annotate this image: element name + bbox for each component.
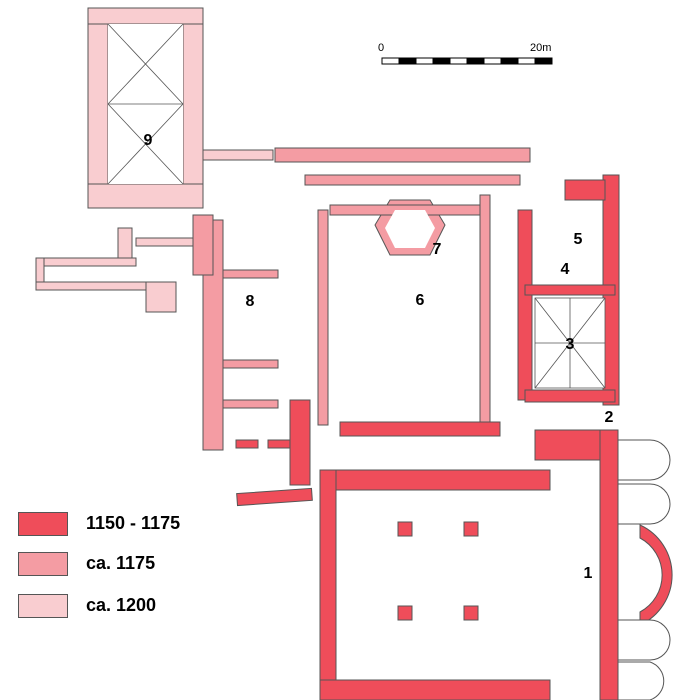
- church-transept-wall: [599, 429, 619, 700]
- chapter-house-vaults: [534, 297, 606, 389]
- phase-ca-1200: [35, 7, 274, 313]
- west-annex-wall-north: [35, 257, 137, 267]
- phase-1150-1175: [235, 174, 673, 700]
- building-9-wall-east: [182, 7, 204, 199]
- west-range-upper-wall: [192, 214, 214, 276]
- building-9-wall-west: [87, 7, 109, 209]
- legend-row-ca-1200: ca. 1200: [18, 594, 248, 620]
- cloister-arcade-west: [317, 209, 329, 426]
- legend-label-ca-1200: ca. 1200: [86, 595, 157, 615]
- detached-wall: [236, 487, 313, 507]
- room-label-9: 9: [144, 132, 153, 149]
- cloister-arcade-east: [479, 194, 491, 426]
- scale-bar: [381, 57, 553, 65]
- legend-swatch-ca-1175: [18, 552, 68, 576]
- west-range-fragment: [235, 439, 259, 449]
- nave-pier: [463, 605, 479, 621]
- church-apse: [639, 524, 673, 626]
- nave-pier: [397, 605, 413, 621]
- cloister-south-wall: [339, 421, 501, 437]
- room-label-7: 7: [433, 241, 442, 258]
- room-label-5: 5: [574, 231, 583, 248]
- nave-pier: [463, 521, 479, 537]
- legend-row-1150-1175: 1150 - 1175: [18, 512, 248, 538]
- west-annex-tower: [117, 227, 133, 259]
- room-label-8: 8: [246, 293, 255, 310]
- room-label-1: 1: [584, 565, 593, 582]
- north-range-inner-wall: [304, 174, 521, 186]
- legend-swatch-1150-1175: [18, 512, 68, 536]
- room-label-3: 3: [566, 336, 575, 353]
- legend-label-1150-1175: 1150 - 1175: [86, 513, 181, 533]
- connector-9-to-cloister: [202, 149, 274, 161]
- legend-label-ca-1175: ca. 1175: [86, 553, 156, 573]
- west-annex-wall-south: [35, 281, 147, 291]
- chapter-house-wall: [524, 284, 616, 296]
- scale-end-label: 20m: [530, 42, 552, 54]
- chapter-house-wall-s: [524, 389, 616, 403]
- west-annex-stub: [145, 281, 177, 313]
- building-9-wall-north: [87, 7, 204, 25]
- east-range-wall-inner: [517, 209, 533, 401]
- west-range-cross-wall-1: [222, 269, 279, 279]
- west-annex-link: [135, 237, 197, 247]
- room-label-4: 4: [561, 261, 570, 278]
- building-9-wall-south: [87, 183, 204, 209]
- north-range-wall: [274, 147, 531, 163]
- west-range-cross-wall-2: [222, 359, 279, 369]
- legend-swatch-ca-1200: [18, 594, 68, 618]
- nave-pier: [397, 521, 413, 537]
- church-wall-south: [319, 679, 551, 700]
- legend-row-ca-1175: ca. 1175: [18, 552, 248, 578]
- east-range-tower: [564, 179, 606, 201]
- room-label-6: 6: [416, 292, 425, 309]
- church-wall-west: [319, 469, 337, 700]
- west-range-red-wall: [289, 399, 311, 486]
- room-label-2: 2: [605, 409, 614, 426]
- west-range-cross-wall-3: [222, 399, 279, 409]
- scale-start-label: 0: [378, 42, 385, 54]
- phase-ca-1175: [192, 147, 531, 451]
- church-wall-north: [319, 469, 551, 491]
- building-9-vaults: [107, 23, 184, 185]
- west-range-fragment: [267, 439, 291, 449]
